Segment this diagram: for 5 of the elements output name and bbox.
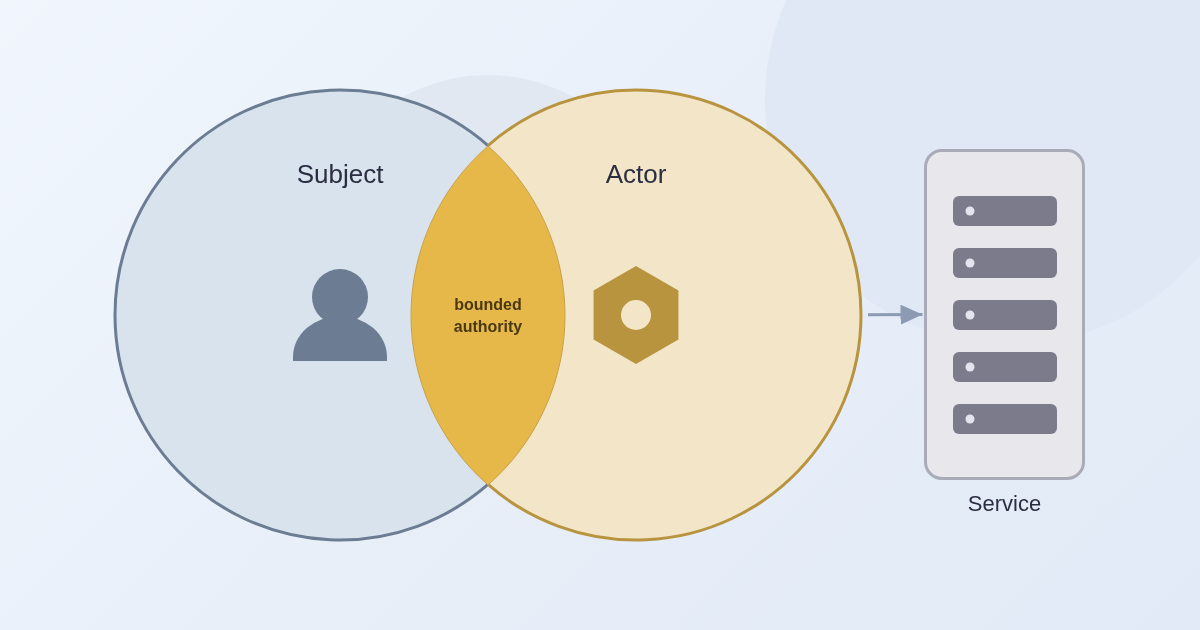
set-label: Actor [605, 158, 667, 190]
arrow [868, 304, 923, 325]
service-label: Service [967, 490, 1042, 518]
set-label: Subject [296, 158, 384, 190]
overlap-label: bounded authority [452, 295, 524, 337]
